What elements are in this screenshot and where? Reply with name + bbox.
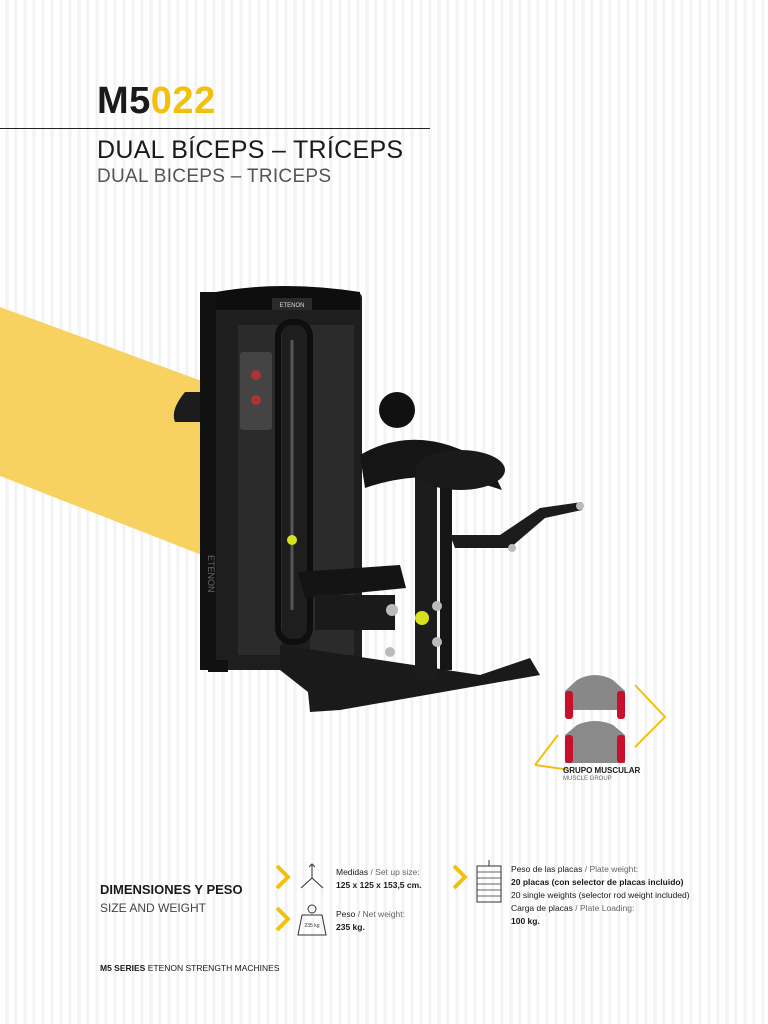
dimensions-axes-icon bbox=[300, 863, 324, 889]
model-prefix: M5 bbox=[97, 80, 151, 122]
chevron-right-icon bbox=[452, 864, 468, 890]
setup-size-label-es: Medidas bbox=[336, 867, 369, 877]
muscle-group-sublabel: MUSCLE GROUP bbox=[563, 776, 612, 782]
footer-tagline: ETENON STRENGTH MACHINES bbox=[147, 963, 280, 973]
product-title-es: DUAL BÍCEPS – TRÍCEPS bbox=[97, 136, 404, 164]
plate-weight-value: 20 placas (con selector de placas inclui… bbox=[511, 877, 684, 887]
header-divider bbox=[0, 128, 430, 129]
plate-loading-label-es: Carga de placas bbox=[511, 903, 573, 913]
plate-loading-label-en: Plate Loading: bbox=[580, 903, 635, 913]
net-weight-label-es: Peso bbox=[336, 909, 356, 919]
model-suffix: 022 bbox=[150, 80, 216, 122]
plate-weight-label-es: Peso de las placas bbox=[511, 864, 583, 874]
weight-icon: 235 kg bbox=[297, 904, 327, 936]
dimensions-heading: DIMENSIONES Y PESO bbox=[100, 882, 243, 897]
footer-series: M5 SERIES bbox=[100, 963, 146, 973]
plate-weight-value-en: 20 single weights (selector rod weight i… bbox=[511, 890, 690, 900]
tower-side-text: ETENON bbox=[206, 555, 216, 593]
chevron-right-icon bbox=[275, 906, 291, 932]
plate-weight-label-en: Plate weight: bbox=[589, 864, 639, 874]
dimensions-subheading: SIZE AND WEIGHT bbox=[100, 901, 207, 915]
chevron-right-icon bbox=[275, 864, 291, 890]
weight-icon-text: 235 kg bbox=[304, 923, 319, 929]
net-weight-spec: Peso / Net weight: 235 kg. bbox=[336, 908, 405, 934]
plate-weight-spec: Peso de las placas / Plate weight: 20 pl… bbox=[511, 863, 690, 928]
net-weight-label-en: Net weight: bbox=[362, 909, 405, 919]
muscle-group-graphic bbox=[534, 675, 667, 770]
model-number: M5022 bbox=[97, 80, 216, 123]
setup-size-label-en: Set up size: bbox=[375, 867, 420, 877]
net-weight-slash: / bbox=[355, 909, 363, 919]
plate-loading-value: 100 kg. bbox=[511, 916, 540, 926]
setup-size-value: 125 x 125 x 153,5 cm. bbox=[336, 880, 422, 890]
product-title-en: DUAL BICEPS – TRICEPS bbox=[97, 166, 332, 187]
plate-stack-icon bbox=[476, 860, 502, 903]
plate-loading-slash: / bbox=[572, 903, 580, 913]
brand-plate-text: ETENON bbox=[279, 303, 304, 309]
setup-size-spec: Medidas / Set up size: 125 x 125 x 153,5… bbox=[336, 866, 422, 892]
plate-weight-slash: / bbox=[582, 864, 590, 874]
setup-size-slash: / bbox=[368, 867, 376, 877]
muscle-group-label: GRUPO MUSCULAR bbox=[563, 766, 641, 775]
machine-illustration: ETENON ETENON bbox=[173, 286, 584, 712]
brand-plate bbox=[272, 298, 312, 310]
net-weight-value: 235 kg. bbox=[336, 922, 365, 932]
footer: M5 SERIES ETENON STRENGTH MACHINES bbox=[100, 963, 280, 973]
